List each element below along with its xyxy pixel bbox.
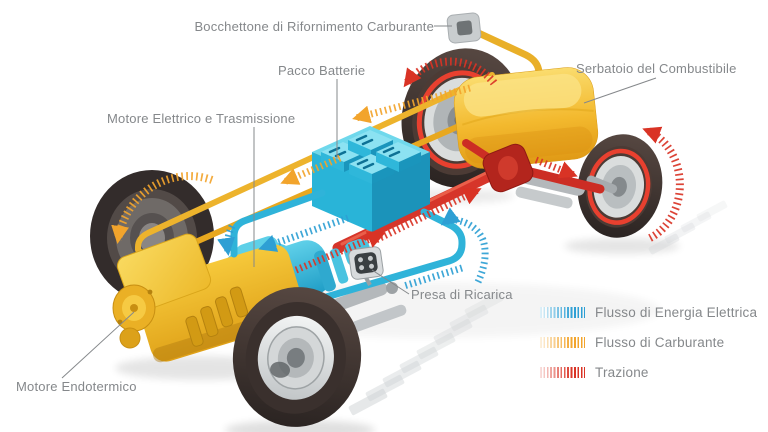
front-right-wheel bbox=[232, 287, 362, 427]
label-electric-motor-transmission: Motore Elettrico e Trasmissione bbox=[107, 111, 296, 126]
fuel-flow-arrows bbox=[111, 84, 471, 244]
drive-shaft bbox=[332, 165, 506, 254]
electric-flow-arrows bbox=[217, 207, 489, 290]
label-fuel-filler: Bocchettone di Rifornimento Carburante bbox=[194, 19, 434, 34]
rear-differential bbox=[462, 139, 605, 194]
battery-pack-illustration bbox=[312, 126, 430, 232]
traction-flow-arrows bbox=[294, 57, 684, 274]
charging-port-illustration bbox=[348, 246, 384, 286]
legend-label-fuel-flow: Flusso di Carburante bbox=[595, 334, 725, 350]
battery-cells bbox=[321, 130, 421, 184]
legend-label-traction: Trazione bbox=[595, 364, 649, 380]
label-pointer-lines bbox=[61, 25, 657, 379]
label-fuel-tank: Serbatoio del Combustibile bbox=[576, 61, 737, 76]
fuel-tank-illustration bbox=[453, 67, 599, 169]
legend-swatch-traction bbox=[540, 366, 585, 378]
electric-cables bbox=[230, 189, 466, 304]
legend-swatch-fuel-flow bbox=[540, 336, 585, 348]
legend-label-electric-flow: Flusso di Energia Elettrica bbox=[595, 304, 758, 320]
legend-swatch-electric-flow bbox=[540, 306, 585, 318]
label-combustion-engine: Motore Endotermico bbox=[16, 379, 137, 394]
legend-item-traction: Trazione bbox=[540, 364, 757, 380]
ground-skid-marks bbox=[348, 200, 728, 416]
legend-item-fuel-flow: Flusso di Carburante bbox=[540, 334, 757, 350]
rear-right-wheel bbox=[577, 134, 663, 238]
legend: Flusso di Energia Elettrica Flusso di Ca… bbox=[540, 304, 757, 380]
fuel-filler-cap bbox=[446, 12, 482, 44]
label-charging-port: Presa di Ricarica bbox=[411, 287, 513, 302]
legend-item-electric-flow: Flusso di Energia Elettrica bbox=[540, 304, 757, 320]
label-battery-pack: Pacco Batterie bbox=[278, 63, 366, 78]
